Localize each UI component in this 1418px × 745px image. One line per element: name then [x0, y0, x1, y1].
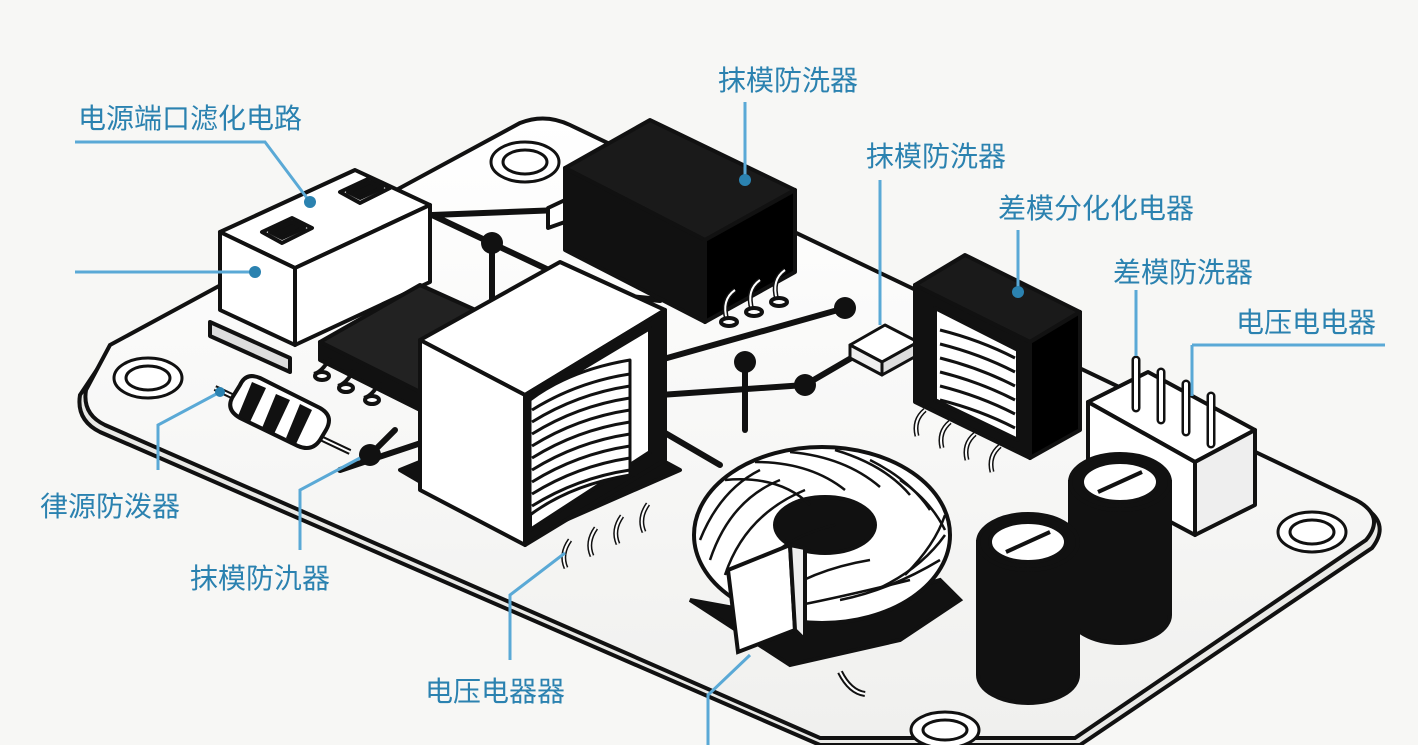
label-surge-suppressor: 律源防泼器	[40, 490, 181, 523]
mounting-hole-left	[112, 356, 184, 400]
label-cm-suppressor-small: 抹模防洗器	[866, 140, 1007, 173]
mounting-hole-right	[1276, 510, 1348, 554]
mounting-hole-bottom	[909, 710, 981, 745]
capacitor-small	[976, 512, 1080, 705]
leader-endpoints	[215, 174, 1024, 397]
capacitor-large	[1068, 452, 1172, 645]
leader-lines	[75, 102, 1385, 745]
resistor-component	[213, 374, 352, 455]
mounting-holes	[112, 140, 1348, 745]
label-voltage-device: 电压电电器	[1236, 306, 1377, 339]
label-power-port-filter: 电源端口滤化电路	[78, 102, 303, 135]
label-cm-suppressor-top: 抹模防洗器	[718, 64, 859, 97]
terminal-block	[208, 168, 432, 374]
terminal-slot-2	[338, 176, 392, 205]
mounting-hole-top	[489, 140, 561, 184]
terminal-slot-1	[260, 216, 314, 245]
label-voltage-device-bottom: 电压电器器	[425, 675, 566, 708]
label-dm-inductor: 差模分化化电器	[998, 192, 1195, 225]
trace-junctions	[359, 232, 856, 466]
inductor-right	[913, 253, 1082, 473]
transformer-main	[398, 260, 682, 569]
relay-top	[546, 118, 797, 328]
label-cm-suppressor-left: 抹模防氿器	[190, 562, 331, 595]
label-dm-suppressor: 差模防洗器	[1113, 256, 1254, 289]
toroid-inductor	[688, 445, 964, 697]
